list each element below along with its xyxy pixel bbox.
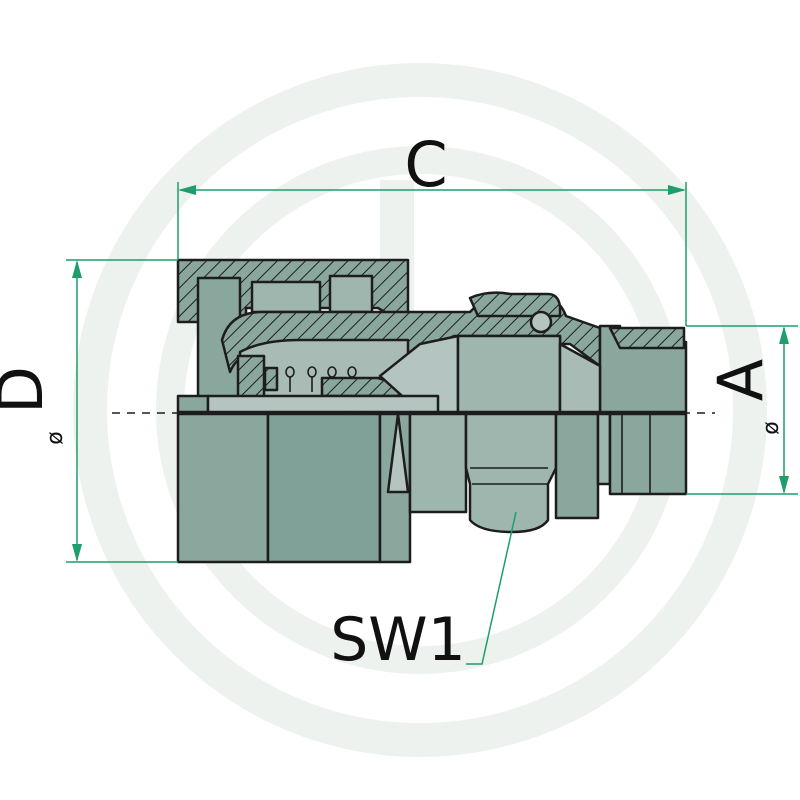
label-d: D [0,366,57,414]
label-dia-a: ø [759,421,784,434]
dimension-c [177,182,687,326]
label-a: A [704,359,777,401]
dimension-a [686,325,798,495]
coupling-exterior-lower [176,412,688,564]
coupling-section-upper [176,258,688,414]
label-c: C [404,128,447,201]
sw1-leader [466,511,517,665]
label-dia-d: ø [43,431,68,444]
dimension-d [66,259,178,563]
label-sw1: SW1 [330,605,466,675]
